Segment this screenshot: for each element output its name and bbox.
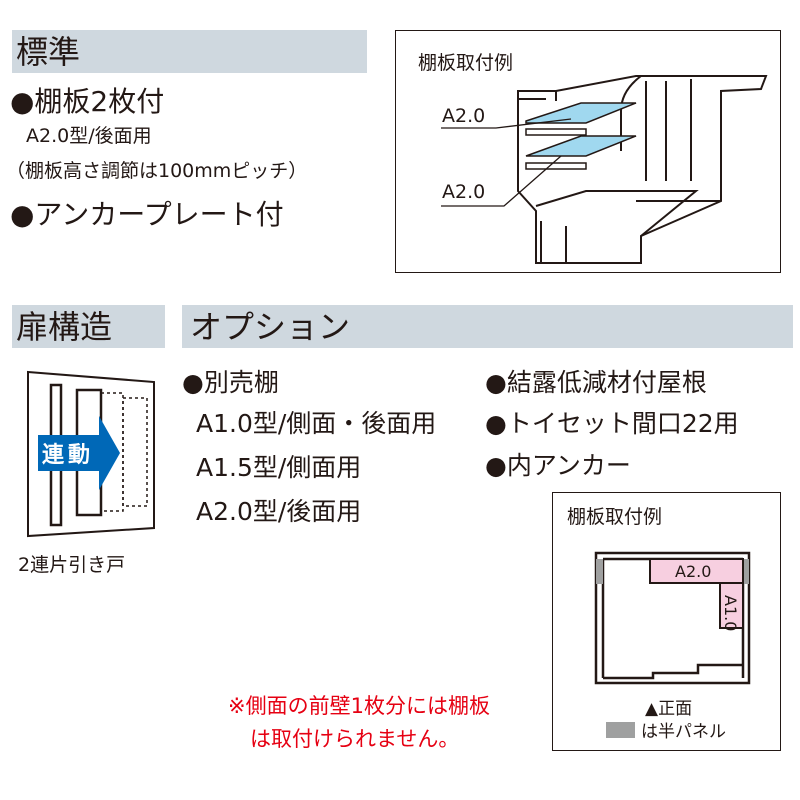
option-toiset: ●トイセット間口22用: [485, 409, 739, 438]
sliding-door-illustration: [27, 370, 155, 538]
option-inner-anchor: ●内アンカー: [485, 451, 631, 480]
linked-badge: 連動: [42, 443, 95, 468]
standard-shelf-item: ●棚板2枚付: [10, 85, 165, 118]
option-shelf-a20: A2.0型/後面用: [196, 497, 362, 526]
shelf-label-lower: A2.0: [442, 181, 486, 203]
note-line-2: は取付けられません。: [250, 727, 460, 751]
options-header: オプション: [182, 305, 793, 348]
floor-plan: [594, 551, 751, 685]
shelf-label-upper: A2.0: [442, 105, 486, 127]
shed-3d-illustration: [441, 75, 768, 264]
standard-shelf-figure: 棚板取付例 A2.0 A2.0: [395, 30, 781, 273]
figure-title: 棚板取付例: [418, 52, 514, 74]
standard-shelf-type: A2.0型/後面用: [26, 125, 152, 147]
door-caption: 2連片引き戸: [18, 554, 126, 576]
option-shelf-a10: A1.0型/側面・後面用: [196, 409, 437, 438]
options-heading: オプション: [190, 308, 351, 346]
shelf-back-label: A2.0: [675, 562, 712, 581]
figure-title: 棚板取付例: [567, 506, 663, 528]
half-panel-legend: は半パネル: [641, 722, 726, 742]
door-header: 扉構造: [12, 305, 165, 348]
front-label: ▲正面: [645, 699, 693, 719]
option-shelf-a15: A1.5型/側面用: [196, 453, 362, 482]
standard-shelf-note: （棚板高さ調節は100mmピッチ）: [6, 160, 308, 182]
standard-anchor-item: ●アンカープレート付: [10, 198, 284, 231]
note-line-1: ※側面の前壁1枚分には棚板: [228, 694, 490, 718]
door-heading: 扉構造: [16, 308, 113, 346]
standard-heading: 標準: [16, 33, 81, 71]
option-roof: ●結露低減材付屋根: [485, 368, 707, 397]
option-shelf-figure: 棚板取付例 A2.0 A1.0 ▲正面 は半パネル: [552, 492, 781, 751]
option-shelf: ●別売棚: [182, 368, 279, 397]
shelf-side-label: A1.0: [721, 595, 740, 632]
half-panel-swatch: [606, 722, 635, 738]
standard-header: 標準: [12, 30, 367, 73]
